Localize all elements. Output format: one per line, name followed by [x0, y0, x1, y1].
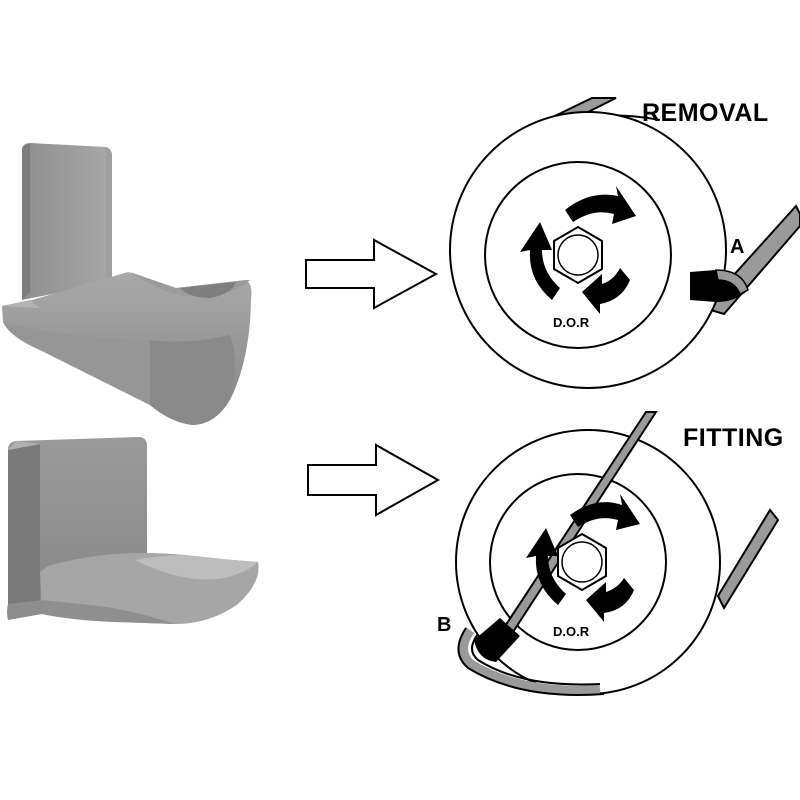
fitting-heading: FITTING: [683, 424, 784, 452]
tool-photo-top: [2, 143, 252, 425]
rotation-arrows-removal: [520, 186, 636, 314]
dor-label-fitting: D.O.R: [553, 624, 590, 639]
hex-nut-removal: [553, 225, 603, 285]
dor-label-removal: D.O.R: [553, 315, 590, 330]
removal-heading: REMOVAL: [642, 99, 769, 127]
block-arrow-bottom: [307, 443, 441, 517]
block-arrow-top: [305, 238, 439, 310]
removal-diagram: [449, 97, 800, 389]
tool-at-point-b: [474, 618, 520, 662]
point-a-label: A: [730, 236, 745, 258]
tool-photo-bottom: [7, 437, 259, 624]
hex-nut-fitting: [557, 532, 607, 592]
rotation-arrows-fitting: [526, 494, 640, 622]
point-b-label: B: [437, 614, 452, 636]
fitting-diagram: [455, 411, 780, 696]
